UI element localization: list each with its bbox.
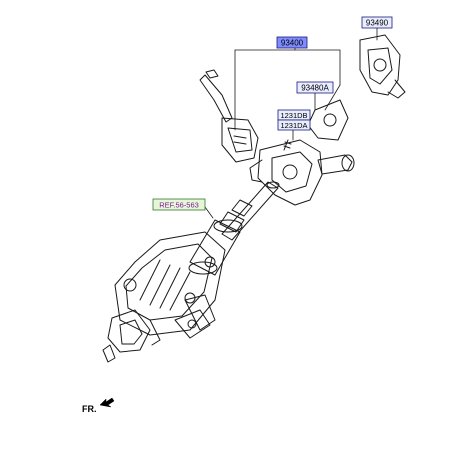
- label-93400: 93400: [276, 36, 308, 49]
- clock-spring-housing: [249, 139, 323, 206]
- svg-text:93490: 93490: [366, 19, 389, 28]
- steering-sensor-93490: [359, 34, 406, 99]
- front-direction-marker: FR.: [82, 397, 115, 414]
- svg-text:1231DB: 1231DB: [280, 111, 307, 120]
- label-ref: REF.56-563: [152, 198, 206, 211]
- combination-switch-left: [199, 69, 259, 163]
- steering-column-tube: [188, 219, 243, 276]
- label-1231DA: 1231DA: [277, 119, 311, 131]
- combination-switch-right: [317, 154, 355, 175]
- svg-text:REF.56-563: REF.56-563: [159, 201, 199, 210]
- svg-text:93480A: 93480A: [301, 84, 329, 93]
- screw-1231DA: [283, 139, 292, 151]
- lower-joint: [102, 309, 161, 363]
- label-1231DB: 1231DB: [277, 109, 311, 121]
- label-93480A: 93480A: [296, 81, 334, 94]
- front-label: FR.: [82, 404, 97, 414]
- tilt-lever: [174, 309, 211, 339]
- label-93490: 93490: [361, 16, 393, 29]
- svg-text:93400: 93400: [281, 39, 304, 48]
- angle-sensor-plate: [307, 99, 349, 141]
- svg-text:1231DA: 1231DA: [280, 121, 307, 130]
- arrow-left-icon: [99, 397, 115, 408]
- column-mounting-bracket: [114, 231, 226, 336]
